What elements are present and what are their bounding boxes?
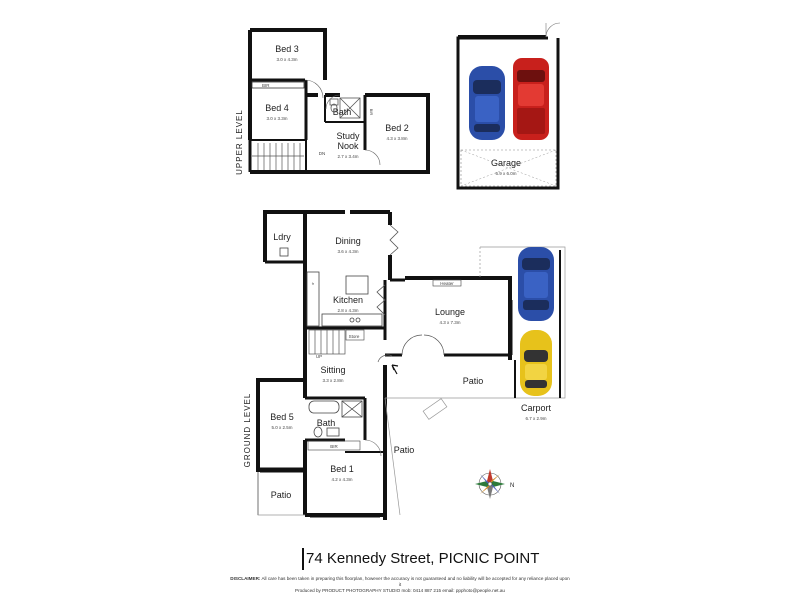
lounge-label: Lounge	[435, 307, 465, 317]
dining-dims: 3.6 x 4.3m	[337, 249, 358, 254]
bed2-label: Bed 2	[385, 123, 409, 133]
dn-label: DN	[319, 151, 326, 156]
laundry-tub	[279, 247, 289, 257]
dining-label: Dining	[335, 236, 361, 246]
property-address: 74 Kennedy Street, PICNIC POINT	[306, 550, 540, 567]
compass-north-label: N	[510, 483, 514, 489]
bath-ground-label: Bath	[317, 418, 336, 428]
fridge-label: fr	[312, 282, 315, 286]
stairs-upper	[252, 143, 304, 170]
compass-icon	[475, 469, 505, 499]
entry-door-swing	[377, 354, 393, 363]
disclaimer-text: All care has been taken in preparing thi…	[261, 576, 570, 587]
garage-door-zone	[460, 149, 557, 187]
ground-level	[256, 210, 512, 520]
carport-label: Carport	[521, 403, 552, 413]
kitchen-bench	[306, 271, 383, 327]
heater-label: Heater	[440, 281, 454, 286]
bed2-dims: 4.3 x 3.8m	[386, 136, 407, 141]
disclaimer-label: DISCLAIMER:	[230, 576, 261, 581]
bed5-dims: 5.0 x 2.5m	[271, 425, 292, 430]
door-swings-upper	[304, 79, 381, 166]
ldry-label: Ldry	[273, 232, 291, 242]
ground-level-label: GROUND LEVEL	[243, 393, 252, 468]
bed3-dims: 3.0 x 4.3m	[276, 57, 297, 62]
folding-doors-dining	[376, 224, 399, 316]
patio-small-label: Patio	[271, 490, 292, 500]
disclaimer-credit: Produced by PRODUCT PHOTOGRAPHY STUDIO m…	[295, 588, 505, 593]
car-blue-garage	[469, 66, 505, 140]
stairs-ground	[308, 329, 346, 355]
store-cupboard	[345, 329, 365, 341]
lounge-dims: 4.3 x 7.3m	[439, 320, 460, 325]
garage-label: Garage	[491, 158, 521, 168]
heater	[432, 279, 462, 287]
sitting-label: Sitting	[320, 365, 345, 375]
car-blue-carport	[518, 247, 554, 321]
patio-side-label: Patio	[394, 445, 415, 455]
lounge-french-doors	[401, 334, 445, 356]
bed1-label: Bed 1	[330, 464, 354, 474]
carport-posts	[514, 250, 561, 398]
bed5-label: Bed 5	[270, 412, 294, 422]
bed4-label: Bed 4	[265, 103, 289, 113]
bath-fixtures-ground	[308, 400, 363, 438]
bath-upper-label: Bath	[333, 107, 352, 117]
bed4-dims: 3.0 x 3.3m	[266, 116, 287, 121]
entry-arrow-icon	[391, 364, 399, 375]
address-divider	[302, 548, 304, 570]
study-dims: 2.7 x 3.4m	[337, 154, 358, 159]
study-label-1: Study	[336, 131, 360, 141]
study-label-2: Nook	[337, 141, 359, 151]
kitchen-label: Kitchen	[333, 295, 363, 305]
up-label: UP	[316, 354, 322, 359]
store-label: Store	[349, 334, 360, 339]
sitting-dims: 3.3 x 2.8m	[322, 378, 343, 383]
kitchen-dims: 2.8 x 4.3m	[337, 308, 358, 313]
upper-level-label: UPPER LEVEL	[235, 109, 244, 175]
bath-fixtures-upper	[329, 97, 361, 119]
bir-closet	[251, 81, 305, 89]
disclaimer: DISCLAIMER: All care has been taken in p…	[230, 576, 570, 594]
garage-dims: 6.9 x 6.0m	[495, 171, 516, 176]
garage-door-swing	[545, 22, 561, 38]
bir-label-upper: BIR	[262, 83, 270, 88]
upper-level	[248, 28, 430, 174]
patio-main-label: Patio	[463, 376, 484, 386]
car-yellow-carport	[520, 330, 552, 396]
bir-label-ground: BIR	[330, 444, 338, 449]
bed3-label: Bed 3	[275, 44, 299, 54]
bir-closet-ground	[307, 440, 361, 451]
bir-label-bath: BIR	[369, 109, 374, 116]
bed1-dims: 4.2 x 4.3m	[331, 477, 352, 482]
carport-dims: 6.7 x 2.9m	[525, 416, 546, 421]
car-red-garage	[513, 58, 549, 140]
